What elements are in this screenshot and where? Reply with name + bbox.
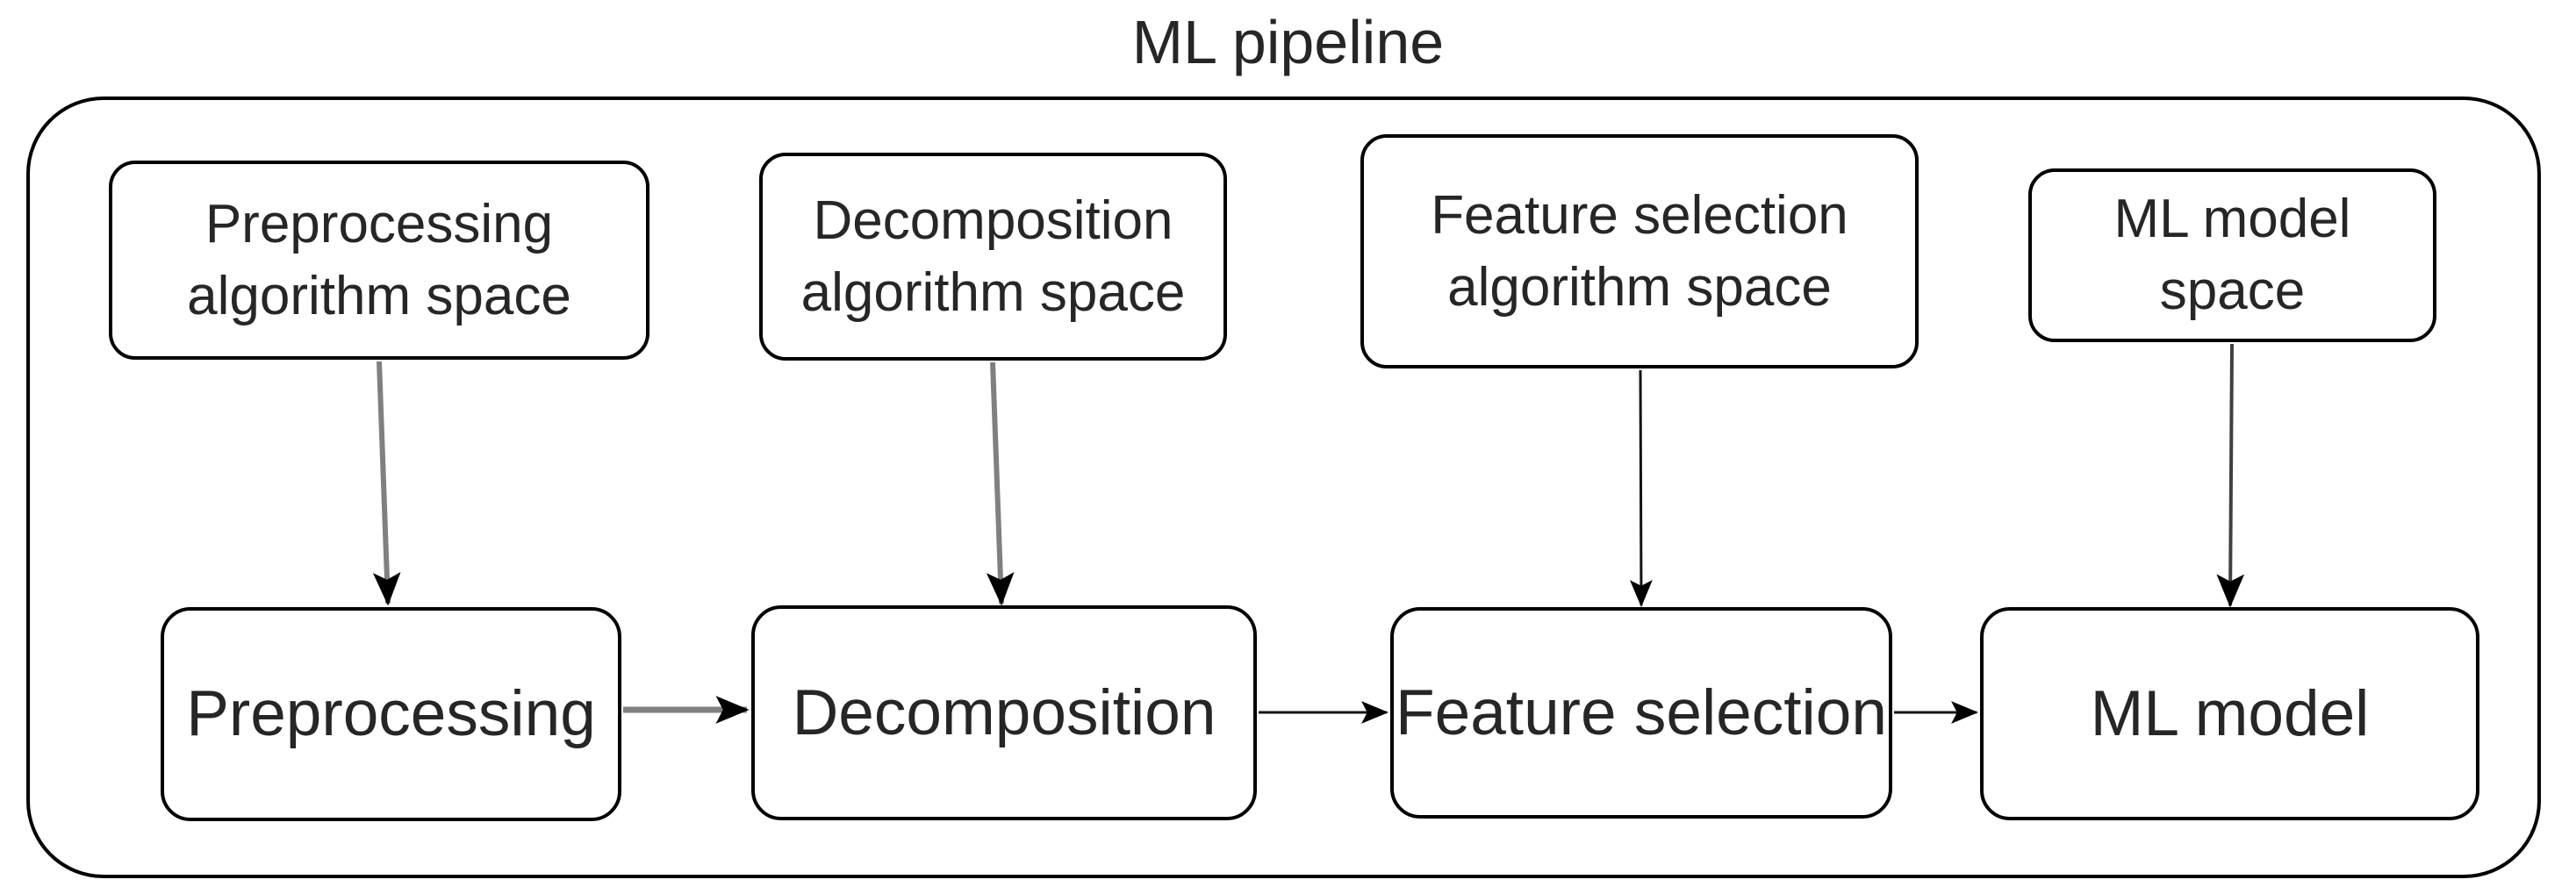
node-ml-model: ML model [1980,607,2479,820]
node-feature-selection-algorithm-space: Feature selection algorithm space [1360,134,1919,368]
node-feature-selection: Feature selection [1390,607,1892,819]
diagram-title: ML pipeline [1131,8,1445,76]
node-preprocessing-algorithm-space: Preprocessing algorithm space [109,161,649,360]
pipeline-outer-frame [26,97,2541,878]
node-ml-model-space: ML model space [2028,168,2436,342]
node-decomposition-algorithm-space: Decomposition algorithm space [759,153,1227,361]
node-preprocessing: Preprocessing [161,607,621,821]
node-decomposition: Decomposition [751,605,1257,820]
